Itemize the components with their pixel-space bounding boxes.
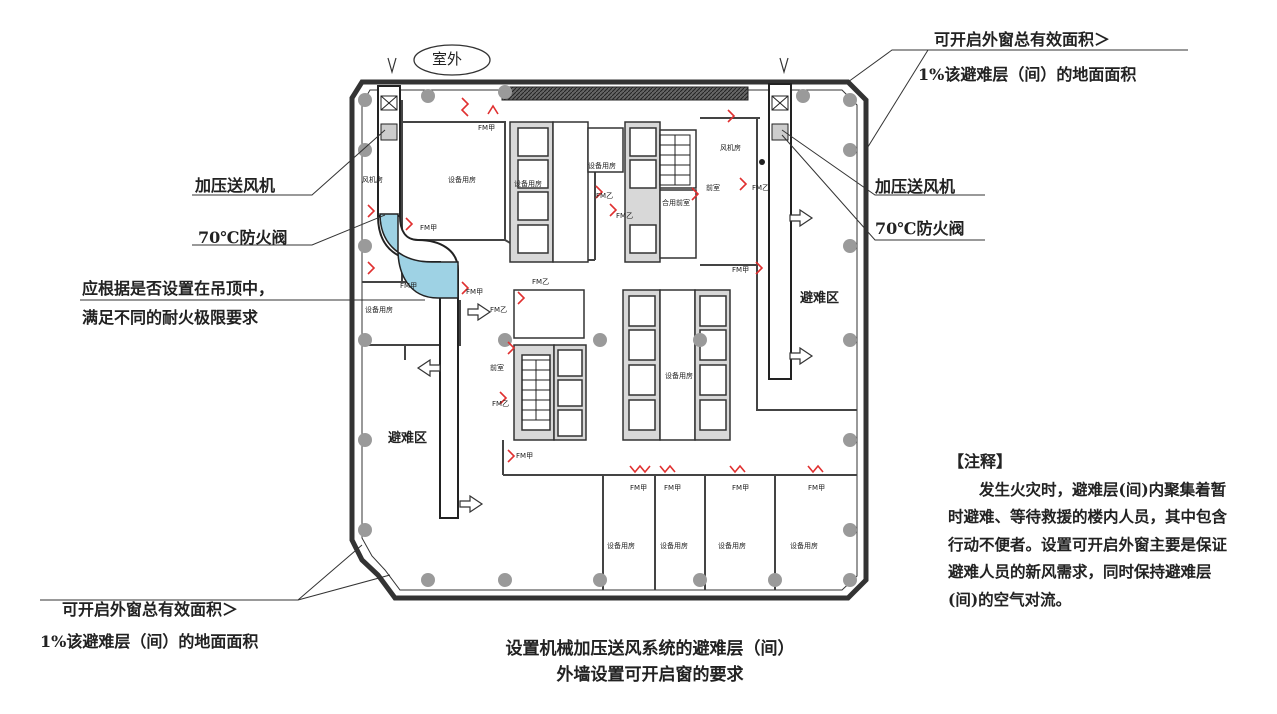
window-area-requirement-top-line2: 1%该避难层（间）的地面面积 [918,65,1137,84]
door-tag-4: FM甲 [466,288,483,296]
left-vertical-duct [376,85,459,519]
plan-label-anteroom-upper: 前室 [706,183,720,192]
core-lower-left [513,289,587,441]
stairs [521,134,691,421]
plan-label-equip-7: 设备用房 [660,541,688,550]
plan-label-fan-room-right: 风机房 [720,143,741,152]
fire-damper-left-label: 70℃防火阀 [198,228,288,247]
note-title: 【注释】 [948,452,1013,471]
hatched-roof-strip [501,86,749,101]
door-tag-1: FM甲 [478,124,495,132]
window-area-requirement-bottom-line1: 可开启外窗总有效面积＞ [62,600,239,619]
door-tag-7: FM乙 [752,184,769,192]
right-vertical-duct [759,83,792,380]
refuge-zone-left: 避难区 [388,430,427,446]
caption-line2: 外墙设置可开启窗的要求 [556,665,744,685]
door-tag-16: FM甲 [808,484,825,492]
door-tag-10: FM乙 [490,306,507,314]
plan-label-shared-anteroom: 合用前室 [662,198,690,207]
plan-label-equip-9: 设备用房 [790,541,818,550]
ceiling-fire-rating-note-line2: 满足不同的耐火极限要求 [82,308,259,327]
fire-doors [367,97,824,474]
plan-label-equip-5: 设备用房 [665,371,693,380]
plan-label-anteroom-lower: 前室 [490,363,504,372]
pressurization-fan-left-label: 加压送风机 [195,176,276,195]
outdoor-label: 室外 [432,50,463,68]
plan-label-equip-4: 设备用房 [365,305,393,314]
annotation-note: 【注释】 发生火灾时，避难层(间)内聚集着暂时避难、等待救援的楼内人员，其中包含… [948,448,1238,613]
core-upper [509,121,697,263]
leader-lines [40,44,1188,601]
plan-label-equip-2: 设备用房 [514,179,542,188]
door-tag-6: FM乙 [616,212,633,220]
plan-label-fan-room-left: 风机房 [362,175,383,184]
plan-label-equip-6: 设备用房 [607,541,635,550]
columns [358,85,857,587]
pressurization-fan-right-label: 加压送风机 [875,177,956,196]
door-tag-13: FM甲 [630,484,647,492]
door-tag-12: FM甲 [516,452,533,460]
window-area-requirement-top-line1: 可开启外窗总有效面积＞ [934,30,1111,49]
door-tag-11: FM乙 [492,400,509,408]
door-tag-5: FM乙 [596,192,613,200]
door-tag-15: FM甲 [732,484,749,492]
door-tag-14: FM甲 [664,484,681,492]
refuge-zone-right: 避难区 [800,290,839,306]
plan-label-equip-8: 设备用房 [718,541,746,550]
caption-line1: 设置机械加压送风系统的避难层（间） [505,639,795,659]
door-tag-8: FM甲 [732,266,749,274]
door-tag-9: FM乙 [532,278,549,286]
fire-damper-right-label: 70℃防火阀 [875,219,965,238]
note-body: 发生火灾时，避难层(间)内聚集着暂时避难、等待救援的楼内人员，其中包含行动不便者… [948,479,1228,609]
door-tag-2: FM甲 [420,224,437,232]
window-area-requirement-bottom-line2: 1%该避难层（间）的地面面积 [40,632,259,651]
plan-label-equip-1: 设备用房 [448,175,476,184]
outdoor-ellipse [413,44,491,76]
plan-label-equip-3: 设备用房 [588,161,616,170]
door-tag-3: FM甲 [400,282,417,290]
figure-caption: 设置机械加压送风系统的避难层（间） 外墙设置可开启窗的要求 [470,636,830,688]
air-outlet-arrows [387,57,814,514]
ceiling-fire-rating-note-line1: 应根据是否设置在吊顶中， [82,279,275,298]
core-lower-right [622,289,731,441]
